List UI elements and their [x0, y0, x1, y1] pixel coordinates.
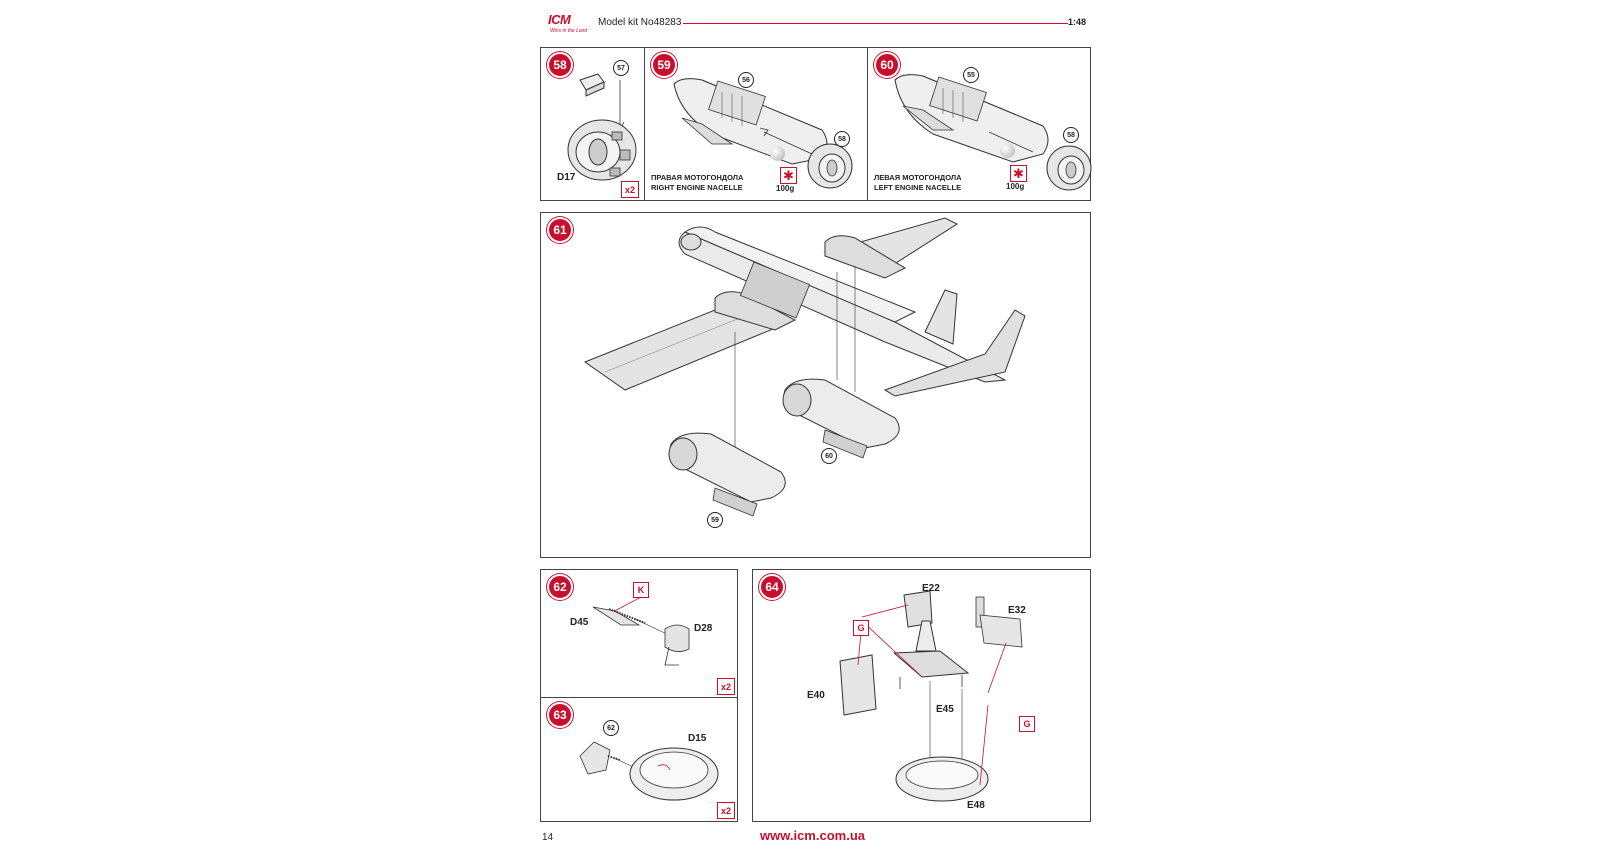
step-62-badge: 62 — [547, 574, 573, 600]
part-label-d15: D15 — [688, 733, 707, 744]
step-58-quantity: x2 — [621, 181, 639, 198]
step-64-badge: 64 — [759, 574, 785, 600]
logo-text: ICM — [548, 12, 571, 27]
page-number: 14 — [542, 832, 554, 843]
part-label-e22: E22 — [922, 583, 940, 594]
glue-icon: ✱ — [780, 167, 797, 184]
part-label-e40: E40 — [807, 690, 825, 701]
step-60-ref-side: 58 — [1063, 127, 1079, 143]
part-label-e48: E48 — [967, 800, 985, 811]
step-59-ref-side: 58 — [834, 131, 850, 147]
step-62-color-box: K — [633, 582, 649, 598]
website-link[interactable]: www.icm.com.ua — [760, 828, 865, 843]
step-60-badge: 60 — [874, 52, 900, 78]
step-63-ref: 62 — [603, 720, 619, 736]
step-59-ref-top: 56 — [738, 72, 754, 88]
step-61-aircraft-drawing — [583, 217, 1026, 517]
step-61-ref-59: 59 — [707, 512, 723, 528]
step-64-color-box-g1: G — [853, 620, 869, 636]
page-title: Model kit No48283 — [598, 17, 682, 28]
step-58-drawing — [567, 73, 637, 181]
step-58-badge: 58 — [547, 52, 573, 78]
scale-label: 1:48 — [1068, 17, 1087, 27]
step-63-quantity: x2 — [717, 802, 735, 819]
part-label-d17: D17 — [557, 172, 576, 183]
part-label-e45: E45 — [936, 704, 954, 715]
step-63-badge: 63 — [547, 702, 573, 728]
step-60-weight: 100g — [1006, 182, 1025, 191]
step-60-ref-top: 55 — [963, 67, 979, 83]
step-59-badge: 59 — [651, 52, 677, 78]
part-label-e32: E32 — [1008, 605, 1026, 616]
header-divider — [683, 23, 1068, 24]
step-60-caption-ru: ЛЕВАЯ МОТОГОНДОЛА — [874, 173, 962, 182]
step-59-weight: 100g — [776, 184, 795, 193]
step-59-caption-ru: ПРАВАЯ МОТОГОНДОЛА — [651, 173, 744, 182]
glue-icon: ✱ — [1010, 165, 1027, 182]
part-label-d28: D28 — [694, 623, 713, 634]
step-61-ref-60: 60 — [821, 448, 837, 464]
step-60-caption-en: LEFT ENGINE NACELLE — [874, 183, 962, 192]
step-62-drawing — [592, 596, 690, 666]
step-59-drawing — [673, 78, 853, 189]
icm-logo: ICM Wins in the Land — [548, 12, 592, 38]
step-61-badge: 61 — [547, 217, 573, 243]
step-64-color-box-g2: G — [1019, 716, 1035, 732]
step-59-caption-en: RIGHT ENGINE NACELLE — [651, 183, 743, 192]
step-64-drawing — [839, 590, 1023, 802]
step-59-weight-ball — [770, 146, 785, 161]
step-62-quantity: x2 — [717, 678, 735, 695]
step-58-ref: 57 — [613, 60, 629, 76]
step-60-weight-ball — [1000, 143, 1015, 158]
step-63-drawing — [579, 741, 719, 801]
logo-slogan: Wins in the Land — [550, 28, 588, 34]
part-label-d45: D45 — [570, 617, 589, 628]
step-60-drawing — [894, 74, 1092, 191]
